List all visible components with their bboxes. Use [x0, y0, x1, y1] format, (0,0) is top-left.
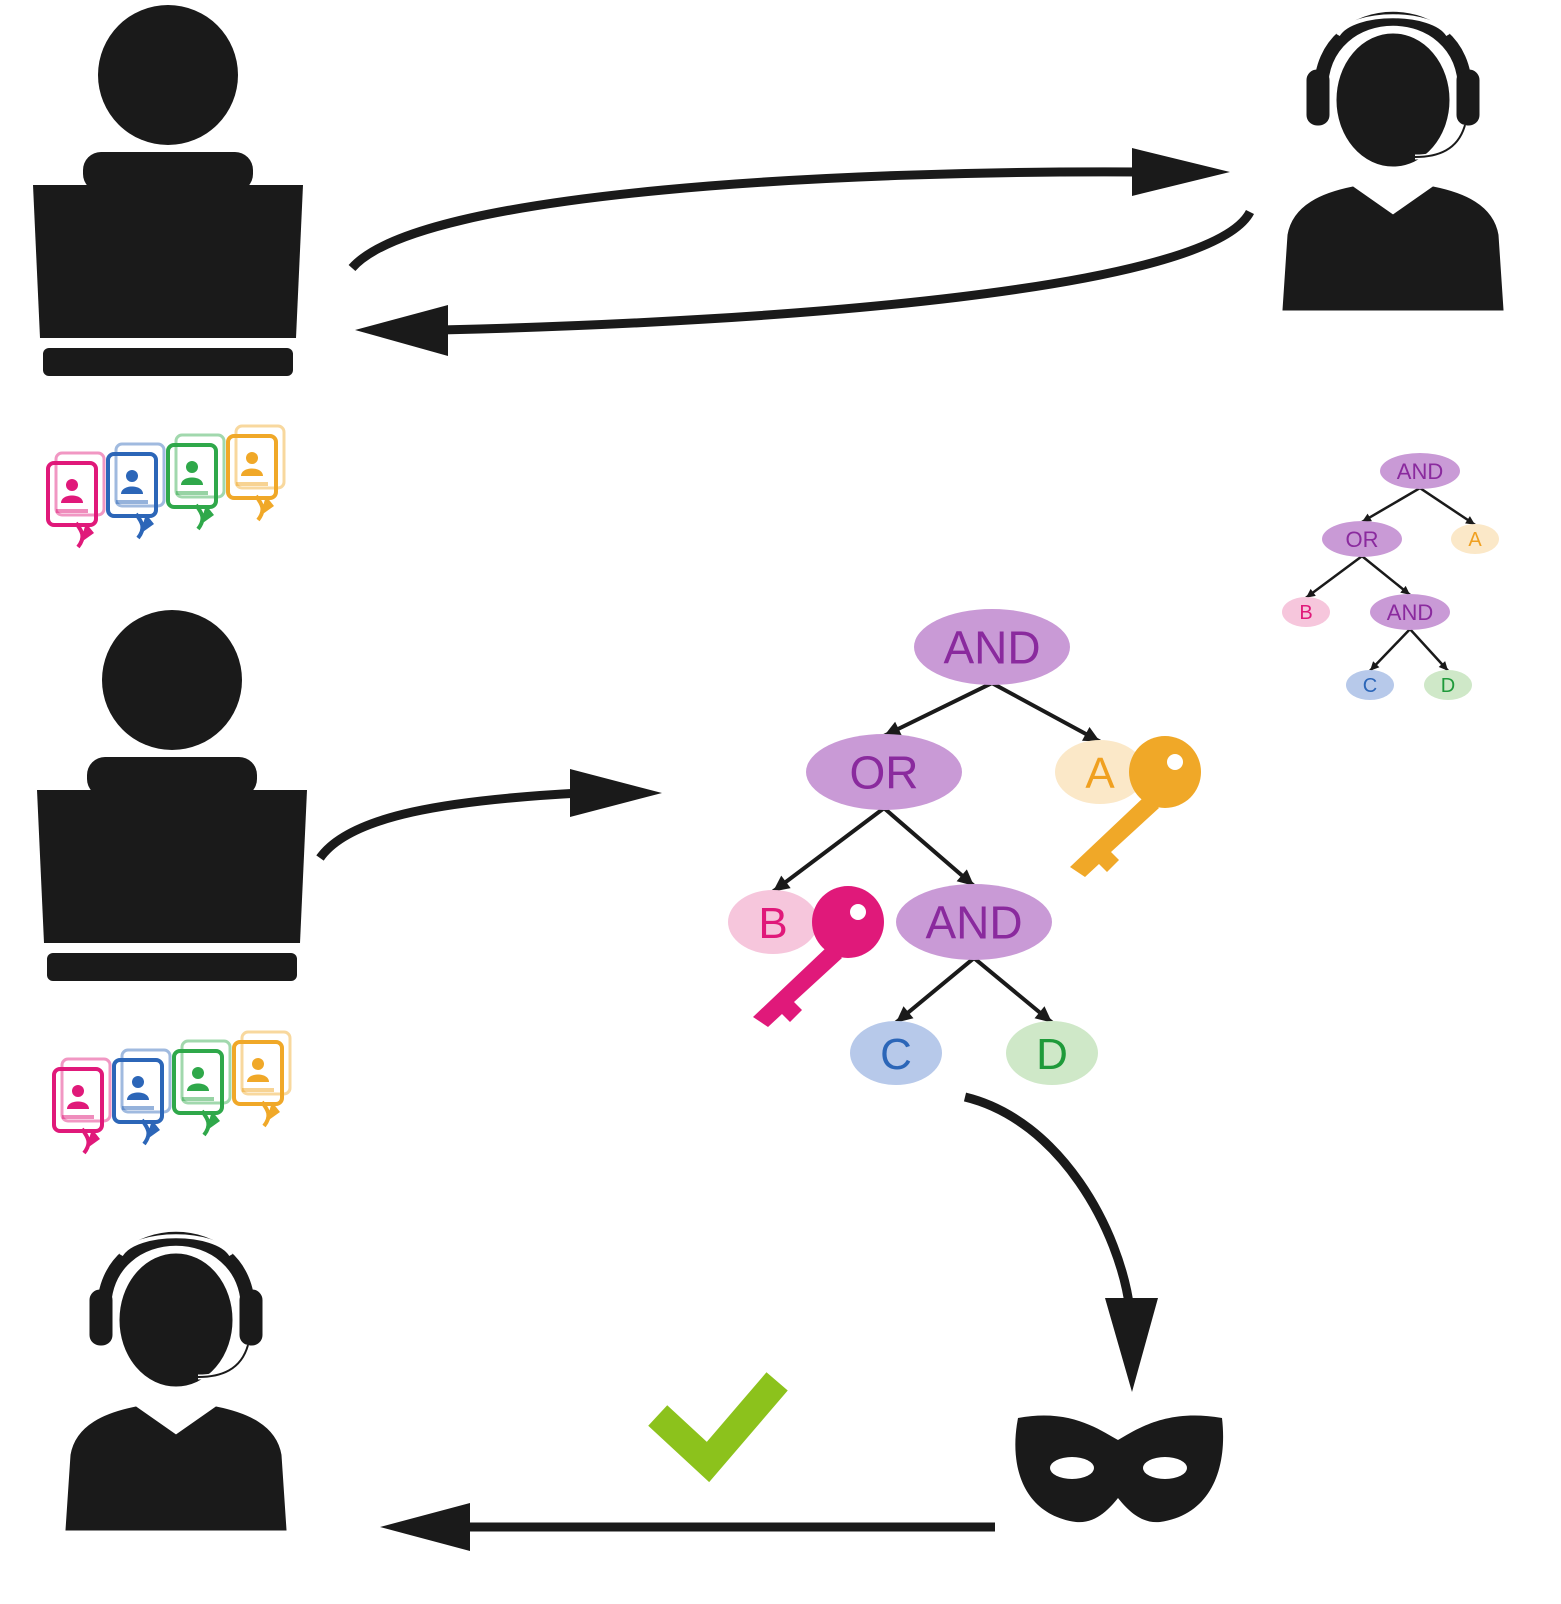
tree-node-inner-left [1346, 670, 1394, 700]
tree-node-label: C [880, 1030, 912, 1079]
verify-arrow-icon [380, 1503, 995, 1551]
tree-edge [972, 956, 1054, 1025]
credential-badge-icon-blue [112, 1048, 172, 1146]
tree-edge-arrowhead [1306, 588, 1316, 598]
tree-edge-arrowhead [1362, 513, 1372, 522]
checkmark-icon [648, 1372, 788, 1483]
eye-mask-icon [1015, 1415, 1224, 1523]
tree-node-label: D [1441, 675, 1455, 697]
tree-edge-arrowhead [1400, 585, 1410, 595]
tree-edge [1361, 555, 1411, 596]
tree-node-root [1380, 453, 1460, 489]
tree-node-root-right [1055, 740, 1145, 804]
tree-node-or-node [806, 734, 962, 810]
tree-node-label: AND [1397, 459, 1443, 484]
policy-tree: AND OR A B AND C D [728, 609, 1145, 1085]
tree-edge-arrowhead [1370, 661, 1380, 671]
tree-node-label: B [1299, 602, 1312, 624]
tree-edge [1361, 487, 1421, 523]
tree-edge [1409, 628, 1449, 672]
tree-node-label: OR [850, 747, 919, 799]
service-top-icon [1283, 16, 1503, 310]
tree-node-inner-left [850, 1021, 942, 1085]
tree-node-label: D [1036, 1030, 1068, 1079]
tree-node-or-node [1322, 521, 1402, 557]
policy-tree-small: AND OR A B AND C D [1282, 453, 1499, 700]
tree-edge-arrowhead [1465, 516, 1475, 525]
tree-edge [1305, 555, 1363, 599]
tree-node-label: A [1468, 529, 1482, 551]
tree-edge-arrowhead [896, 1006, 914, 1023]
credential-badge-icon-green [172, 1039, 232, 1137]
tree-edge-arrowhead [1034, 1006, 1052, 1023]
tree-node-root-right [1451, 524, 1499, 554]
tree-node-inner-and [1370, 594, 1450, 630]
tree-node-label: C [1363, 675, 1377, 697]
credential-badge-icon-pink [46, 451, 106, 549]
tree-node-label: AND [943, 622, 1040, 674]
credential-set-top [46, 424, 286, 549]
tree-edge [882, 806, 976, 888]
tree-edge-arrowhead [884, 721, 902, 736]
tree-edge [894, 956, 976, 1025]
submit-arrow-icon [316, 769, 662, 861]
service-bottom-icon [66, 1236, 286, 1530]
tree-node-label: AND [1387, 600, 1433, 625]
tree-edge-arrowhead [1438, 661, 1448, 671]
tree-edge-arrowhead [1082, 726, 1100, 742]
credential-badge-icon-orange [232, 1030, 292, 1128]
tree-edge-arrowhead [773, 875, 791, 892]
tree-node-label: B [758, 899, 787, 948]
tree-node-label: A [1085, 749, 1115, 798]
tree-node-or-left [728, 890, 818, 954]
tree-node-label: OR [1346, 527, 1379, 552]
tree-node-inner-and [896, 884, 1052, 960]
credential-badge-icon-green [166, 433, 226, 531]
credential-badge-icon-pink [52, 1057, 112, 1155]
tree-node-or-left [1282, 597, 1330, 627]
user-top-icon [33, 5, 303, 376]
tree-node-inner-right [1424, 670, 1472, 700]
request-arrow-icon [348, 148, 1230, 272]
tree-node-label: AND [925, 897, 1022, 949]
tree-edge [1369, 628, 1411, 672]
credential-badge-icon-blue [106, 442, 166, 540]
tree-edge [991, 681, 1101, 744]
response-arrow-icon [355, 209, 1254, 356]
credential-set-bottom [52, 1030, 292, 1155]
tree-node-root [914, 609, 1070, 685]
user-bottom-icon [37, 610, 307, 981]
tree-edge-arrowhead [956, 869, 974, 886]
tree-node-inner-right [1006, 1021, 1098, 1085]
credential-badge-icon-orange [226, 424, 286, 522]
to-adversary-arrow-icon [963, 1092, 1158, 1392]
tree-edge [883, 681, 993, 738]
tree-edge [1419, 487, 1476, 526]
tree-edge [771, 806, 886, 894]
